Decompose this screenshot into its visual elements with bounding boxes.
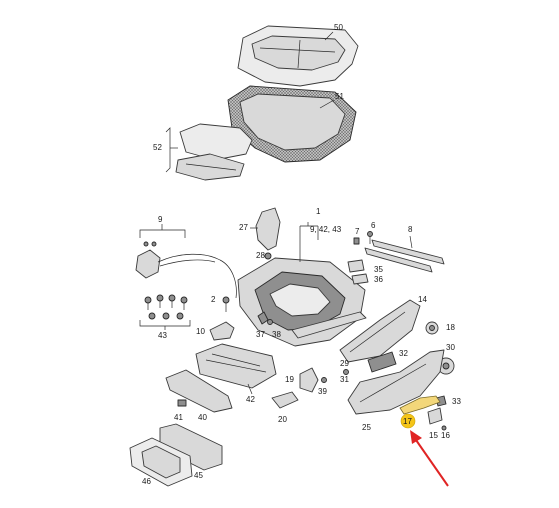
part-29-clip (343, 369, 349, 375)
part-37-38-fasteners (257, 311, 273, 325)
part-7-clip (353, 237, 360, 245)
part-51-seat-foam (227, 85, 357, 163)
label-20: 20 (278, 415, 287, 424)
label-50: 50 (334, 23, 343, 32)
part-32-panel (367, 351, 397, 373)
label-6: 6 (371, 221, 376, 230)
highlight-callout-17 (400, 413, 416, 429)
part-25-side-trim (347, 349, 445, 415)
part-15-16-fasteners (427, 407, 447, 431)
part-8-rail (364, 239, 445, 273)
label-29: 29 (340, 359, 349, 368)
part-42-base-plate (195, 343, 277, 389)
label-32: 32 (399, 349, 408, 358)
label-15: 15 (429, 431, 438, 440)
label-8: 8 (408, 225, 413, 234)
pointer-arrow (410, 430, 449, 487)
label-1: 1 (316, 207, 321, 216)
part-40-trim (165, 369, 233, 413)
label-51: 51 (335, 92, 344, 101)
label-42: 42 (246, 395, 255, 404)
label-1-sub: 9, 42, 43 (310, 225, 342, 234)
label-43: 43 (158, 331, 167, 340)
label-36: 36 (374, 275, 383, 284)
part-19-bracket (299, 367, 319, 393)
part-9-cable-assembly (135, 224, 237, 299)
label-38: 38 (272, 330, 281, 339)
part-6-pin (367, 231, 373, 244)
label-39: 39 (318, 387, 327, 396)
label-27: 27 (239, 223, 248, 232)
part-43-screws (144, 294, 188, 320)
label-14: 14 (418, 295, 427, 304)
part-52-cushion-insert (175, 123, 253, 181)
part-50-seat-cover (237, 25, 359, 87)
label-18: 18 (446, 323, 455, 332)
label-9: 9 (158, 215, 163, 224)
label-41: 41 (174, 413, 183, 422)
label-28: 28 (256, 251, 265, 260)
label-19: 19 (285, 375, 294, 384)
label-16: 16 (441, 431, 450, 440)
label-37: 37 (256, 330, 265, 339)
label-33: 33 (452, 397, 461, 406)
part-36-clip (351, 273, 369, 285)
label-35: 35 (374, 265, 383, 274)
label-2: 2 (211, 295, 216, 304)
label-17: 17 (403, 417, 412, 426)
part-28-clip (264, 252, 272, 260)
part-46-tray (129, 437, 193, 487)
part-20-cap (271, 391, 299, 409)
part-10-handle (209, 321, 235, 341)
label-40: 40 (198, 413, 207, 422)
part-35-clip (347, 259, 365, 273)
label-52: 52 (153, 143, 162, 152)
label-10: 10 (196, 327, 205, 336)
part-27-bracket (255, 207, 281, 251)
label-31: 31 (340, 375, 349, 384)
part-2-bolt (222, 296, 230, 312)
part-41-clip (177, 399, 187, 407)
label-46: 46 (142, 477, 151, 486)
label-45: 45 (194, 471, 203, 480)
part-17-trim-strip (399, 395, 441, 415)
part-14-side-frame (339, 299, 421, 363)
label-7: 7 (355, 227, 360, 236)
part-18-knob (425, 321, 439, 335)
label-30: 30 (446, 343, 455, 352)
part-39-screw (321, 377, 327, 383)
label-25: 25 (362, 423, 371, 432)
